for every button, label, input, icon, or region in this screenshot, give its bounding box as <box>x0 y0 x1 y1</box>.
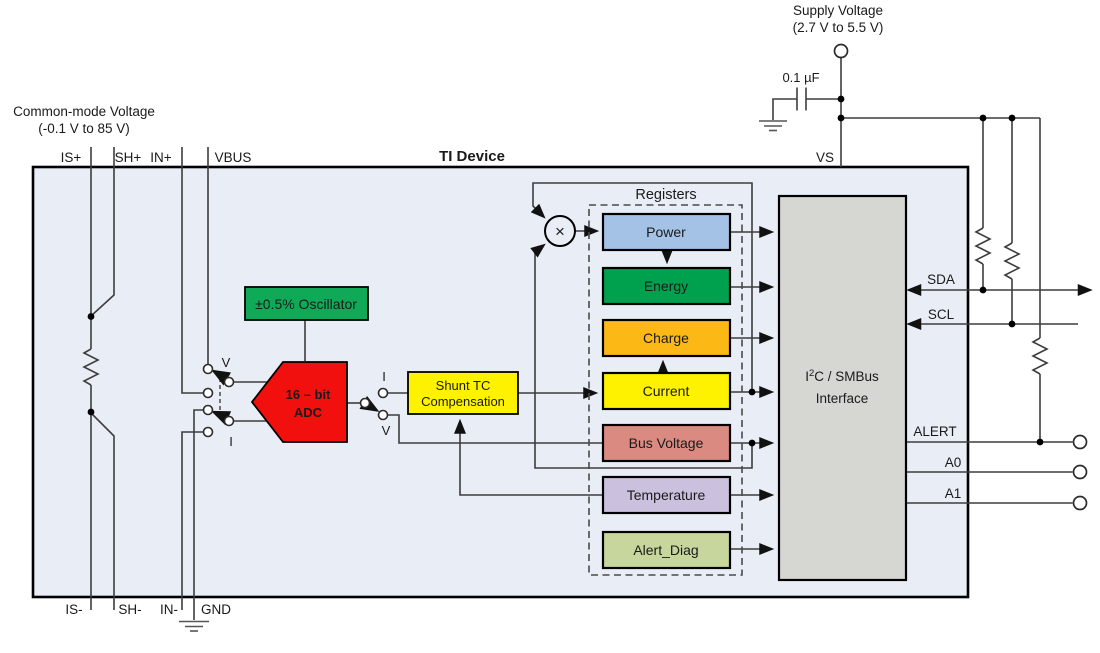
common-mode-label-2: (-0.1 V to 85 V) <box>38 121 130 136</box>
pin-sda: SDA <box>927 272 955 287</box>
a1-terminal <box>1072 495 1088 511</box>
input-i-label: I <box>229 434 233 449</box>
r2-resistor <box>1003 242 1021 280</box>
register-energy <box>601 266 732 306</box>
adc-label-2: ADC <box>294 405 323 420</box>
output-switch-arm <box>359 395 380 412</box>
adc-label-1: 16 – bit <box>286 387 331 402</box>
contact-inp <box>202 387 214 399</box>
register-current-label: Current <box>643 383 690 399</box>
page-title: TI Device <box>439 148 505 165</box>
contact-gnd <box>202 404 214 416</box>
output-i-label: I <box>382 369 386 384</box>
wire-temp-tc <box>454 418 603 496</box>
contact-out-i <box>377 387 389 399</box>
pin-isp: IS+ <box>61 150 82 165</box>
registers-frame <box>588 204 743 576</box>
output-v-label: V <box>382 423 391 438</box>
pin-inm: IN- <box>160 602 178 617</box>
register-energy-label: Energy <box>644 278 688 294</box>
register-power-label: Power <box>646 224 686 240</box>
contact-vbus <box>202 363 214 375</box>
contact-out-v <box>377 409 389 421</box>
pin-vbus: VBUS <box>215 150 252 165</box>
wire-inp <box>181 147 204 394</box>
pin-shp: SH+ <box>115 150 142 165</box>
pin-scl: SCL <box>928 307 955 322</box>
oscillator-label: ±0.5% Oscillator <box>255 296 357 312</box>
junction-dots <box>87 95 1044 447</box>
wire-shp <box>90 147 115 317</box>
shunt-resistor <box>82 348 100 386</box>
cap-value-label: 0.1 µF <box>782 70 819 85</box>
interface-block <box>777 194 908 582</box>
register-charge-label: Charge <box>643 330 689 346</box>
supply-label-1: Supply Voltage <box>793 3 883 18</box>
oscillator-block <box>244 286 369 321</box>
adc-block <box>250 361 348 443</box>
pin-a1: A1 <box>945 486 962 501</box>
r3-resistor <box>1031 337 1049 375</box>
register-bus-voltage <box>601 423 732 463</box>
register-alert-diag <box>601 530 732 570</box>
alert-terminal <box>1072 434 1088 450</box>
register-temperature <box>601 475 732 515</box>
pin-gnd: GND <box>201 602 231 617</box>
register-alert-diag-label: Alert_Diag <box>633 542 698 558</box>
multiplier-block <box>544 215 576 247</box>
contact-v-pole <box>223 376 235 388</box>
a0-terminal <box>1072 464 1088 480</box>
input-i-switch-arm <box>210 410 232 426</box>
pin-shm: SH- <box>118 602 141 617</box>
input-v-label: V <box>222 355 231 370</box>
wire-busv-mult <box>530 243 753 469</box>
contact-i-pole <box>223 415 235 427</box>
pin-a0: A0 <box>945 455 962 470</box>
contact-adc-out <box>359 397 371 409</box>
r1-resistor <box>974 227 992 265</box>
register-temperature-label: Temperature <box>627 487 706 503</box>
register-bus-voltage-label: Bus Voltage <box>629 435 704 451</box>
shunt-tc-label-1: Shunt TC <box>436 378 491 393</box>
input-v-switch-arm <box>211 369 232 386</box>
register-charge <box>601 318 732 358</box>
wire-gnd <box>193 409 204 620</box>
common-mode-label-1: Common-mode Voltage <box>13 104 155 119</box>
register-current <box>601 371 732 411</box>
register-power <box>601 212 732 252</box>
pin-ism: IS- <box>65 602 82 617</box>
contact-inm <box>202 426 214 438</box>
interface-label-2: Interface <box>816 391 869 406</box>
wire-v-path <box>387 414 603 444</box>
pin-vs: VS <box>816 150 834 165</box>
multiplier-symbol: × <box>555 222 565 241</box>
supply-label-2: (2.7 V to 5.5 V) <box>793 20 884 35</box>
pin-alert: ALERT <box>913 424 956 439</box>
pin-inp: IN+ <box>150 150 172 165</box>
wire-shm <box>90 412 115 610</box>
interface-label-1: I2C / SMBus <box>805 368 879 384</box>
shunt-tc-block <box>407 371 519 415</box>
wire-inm <box>181 431 204 610</box>
registers-title: Registers <box>635 187 696 203</box>
shunt-tc-label-2: Compensation <box>421 394 505 409</box>
supply-terminal <box>833 43 849 59</box>
cap-wire-left <box>772 98 797 120</box>
wire-current-mult <box>530 182 753 392</box>
